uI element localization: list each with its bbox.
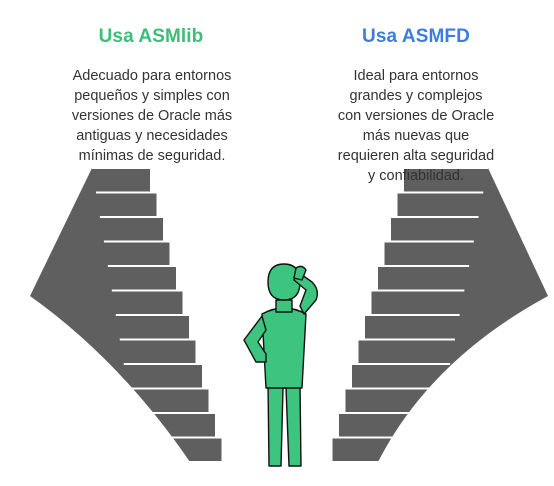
person-torso <box>261 307 307 389</box>
person-left-arm <box>243 315 267 363</box>
person-legs <box>267 383 302 467</box>
option-right-description: Ideal para entornos grandes y complejos … <box>337 68 495 184</box>
option-right-title: Usa ASMFD <box>362 26 470 47</box>
person-thinking-icon <box>243 263 319 467</box>
left-staircase <box>30 167 228 463</box>
person-right-arm <box>293 271 319 315</box>
option-left-description: Adecuado para entornos pequeños y simple… <box>71 68 233 164</box>
option-left-title: Usa ASMlib <box>98 26 204 47</box>
right-staircase <box>326 167 548 463</box>
